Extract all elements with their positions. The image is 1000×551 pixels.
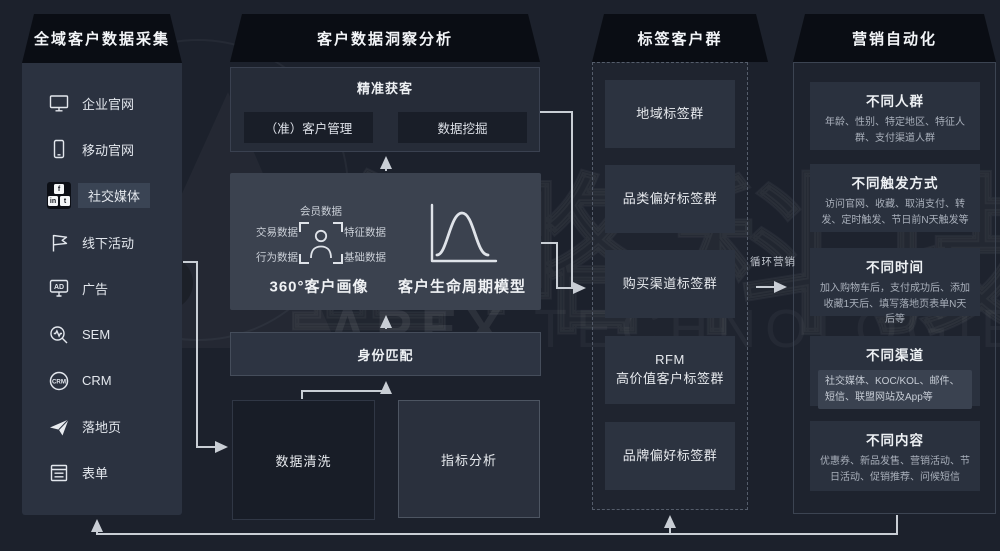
tags-panel bbox=[592, 62, 748, 510]
cycle-marketing-label: 循环营销 bbox=[750, 256, 796, 268]
behavior-data-label: 行为数据 bbox=[256, 251, 298, 264]
automation-card-content: 不同内容 优惠券、新品发售、营销活动、节日活动、促销推荐、问候短信 bbox=[810, 421, 980, 491]
flag-icon bbox=[47, 230, 71, 254]
data-mining-box: 数据挖掘 bbox=[398, 112, 527, 143]
automation-header: 营销自动化 bbox=[793, 14, 996, 62]
card-desc-highlighted: 社交媒体、KOC/KOL、邮件、短信、联盟网站及App等 bbox=[818, 370, 972, 409]
member-data-label: 会员数据 bbox=[300, 205, 342, 218]
tag-group-brand-preference: 品牌偏好标签群 bbox=[605, 422, 735, 490]
feature-data-label: 特征数据 bbox=[344, 226, 386, 239]
card-desc: 优惠券、新品发售、营销活动、节日活动、促销推荐、问候短信 bbox=[820, 456, 970, 483]
collection-header: 全域客户数据采集 bbox=[22, 14, 182, 63]
sidebar-item-label: 移动官网 bbox=[82, 142, 135, 158]
sidebar-item-label: 企业官网 bbox=[82, 96, 135, 112]
metric-analysis-box: 指标分析 bbox=[398, 400, 540, 518]
sidebar-item-offline-events: 线下活动 bbox=[22, 230, 182, 254]
card-title: 不同人群 bbox=[866, 94, 924, 109]
identity-match-box: 身份匹配 bbox=[230, 332, 541, 376]
automation-panel bbox=[793, 62, 996, 514]
sidebar-item-label: 表单 bbox=[82, 466, 109, 482]
automation-card-channels: 不同渠道 社交媒体、KOC/KOL、邮件、短信、联盟网站及App等 bbox=[810, 336, 980, 409]
sidebar-item-forms: 表单 bbox=[22, 461, 182, 485]
sidebar-item-sem: SEM bbox=[22, 323, 182, 347]
customer-viewfinder-icon bbox=[299, 222, 343, 264]
sidebar-item-label: 广告 bbox=[82, 281, 109, 297]
sidebar-item-label: CRM bbox=[82, 373, 112, 389]
social-icon-cluster: f in t bbox=[47, 182, 71, 210]
sidebar-item-label: 落地页 bbox=[82, 420, 122, 436]
sidebar-item-advertising: AD 广告 bbox=[22, 276, 182, 300]
automation-card-audiences: 不同人群 年龄、性别、特定地区、特征人群、支付渠道人群 bbox=[810, 82, 980, 150]
mobile-icon bbox=[47, 137, 71, 161]
basic-data-label: 基础数据 bbox=[344, 251, 386, 264]
sem-search-icon bbox=[47, 323, 71, 347]
card-title: 不同触发方式 bbox=[851, 176, 939, 191]
lifecycle-caption: 客户生命周期模型 bbox=[397, 278, 527, 296]
tags-header: 标签客户群 bbox=[592, 14, 768, 62]
svg-text:AD: AD bbox=[54, 284, 64, 291]
customer-profile-box: 会员数据 交易数据 行为数据 特征数据 基础数据 360°客户画像 客户生命周期… bbox=[230, 173, 541, 310]
precise-acquisition-title: 精准获客 bbox=[356, 81, 413, 96]
twitter-icon: t bbox=[60, 196, 70, 207]
card-title: 不同时间 bbox=[866, 260, 924, 275]
monitor-icon bbox=[47, 91, 71, 115]
precise-acquisition-box: 精准获客 （准）客户管理 数据挖掘 bbox=[230, 67, 540, 152]
sidebar-item-label: SEM bbox=[82, 327, 111, 343]
crm-icon: CRM bbox=[47, 369, 71, 393]
customer-360-caption: 360°客户画像 bbox=[269, 278, 369, 296]
collection-title: 全域客户数据采集 bbox=[33, 31, 170, 48]
data-cleaning-box: 数据清洗 bbox=[232, 400, 375, 520]
transaction-data-label: 交易数据 bbox=[256, 226, 298, 239]
automation-card-timing: 不同时间 加入购物车后，支付成功后、添加收藏1天后、填写落地页表单N天后等 bbox=[810, 248, 980, 325]
card-desc: 加入购物车后，支付成功后、添加收藏1天后、填写落地页表单N天后等 bbox=[820, 283, 970, 325]
sidebar-item-label: 社交媒体 bbox=[78, 183, 151, 209]
lifecycle-curve-icon bbox=[430, 203, 498, 263]
tag-group-rfm-high-value: RFM 高价值客户标签群 bbox=[605, 336, 735, 404]
card-desc: 年龄、性别、特定地区、特征人群、支付渠道人群 bbox=[825, 117, 965, 144]
sidebar-item-crm: CRM CRM bbox=[22, 369, 182, 393]
collection-panel: 企业官网 移动官网 f in t 社交媒体 线下活动 bbox=[22, 63, 182, 515]
sidebar-item-mobile-site: 移动官网 bbox=[22, 137, 182, 161]
tag-group-purchase-channel: 购买渠道标签群 bbox=[605, 250, 735, 318]
automation-card-triggers: 不同触发方式 访问官网、收藏、取消支付、转发、定时触发、节日前N天触发等 bbox=[810, 164, 980, 232]
sidebar-item-landing-page: 落地页 bbox=[22, 415, 182, 439]
tags-title: 标签客户群 bbox=[637, 30, 723, 48]
sidebar-item-label: 线下活动 bbox=[82, 235, 135, 251]
prospect-management-box: （准）客户管理 bbox=[244, 112, 373, 143]
sidebar-item-corporate-site: 企业官网 bbox=[22, 91, 182, 115]
automation-title: 营销自动化 bbox=[851, 30, 937, 48]
card-title: 不同内容 bbox=[866, 433, 924, 448]
tag-group-category-preference: 品类偏好标签群 bbox=[605, 165, 735, 233]
card-title: 不同渠道 bbox=[866, 348, 924, 363]
facebook-icon: f bbox=[54, 184, 64, 195]
svg-text:CRM: CRM bbox=[52, 378, 66, 385]
ad-billboard-icon: AD bbox=[47, 276, 71, 300]
insight-title: 客户数据洞察分析 bbox=[316, 30, 453, 48]
card-desc: 访问官网、收藏、取消支付、转发、定时触发、节日前N天触发等 bbox=[821, 199, 969, 226]
paper-plane-icon bbox=[47, 415, 71, 439]
tag-group-region: 地域标签群 bbox=[605, 80, 735, 148]
form-icon bbox=[47, 461, 71, 485]
social-media-icon: f in t bbox=[47, 182, 71, 210]
linkedin-icon: in bbox=[48, 196, 58, 207]
sidebar-item-social-media: f in t 社交媒体 bbox=[22, 182, 182, 210]
insight-header: 客户数据洞察分析 bbox=[230, 14, 540, 62]
